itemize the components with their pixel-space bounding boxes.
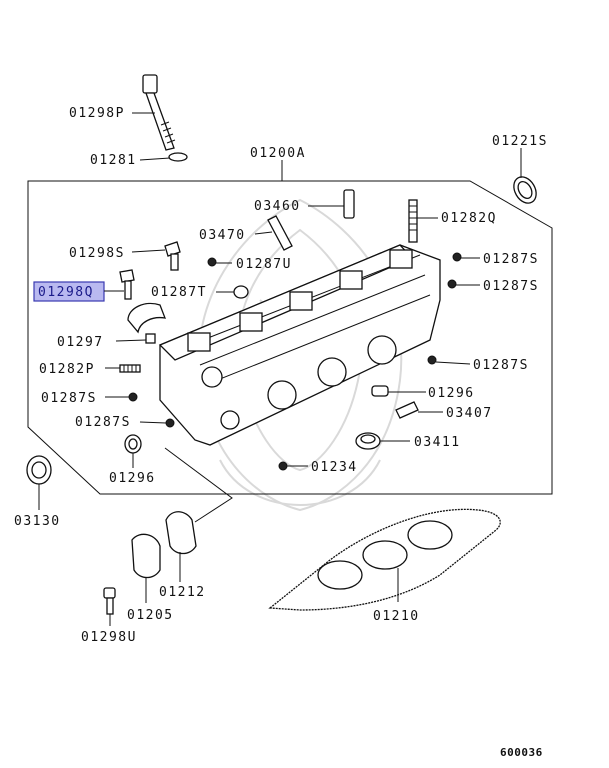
label-01221S[interactable]: 01221S xyxy=(492,134,548,149)
label-01287S-c[interactable]: 01287S xyxy=(41,391,97,406)
cylinder-head[interactable] xyxy=(158,244,441,446)
label-01287S-b[interactable]: 01287S xyxy=(483,279,539,294)
plug-01287S-d[interactable] xyxy=(165,418,175,428)
pin-03460[interactable] xyxy=(343,189,355,219)
oil-seal-03411[interactable] xyxy=(355,432,381,450)
ports xyxy=(201,335,397,430)
gasket-01212[interactable] xyxy=(165,511,197,555)
label-01282P[interactable]: 01282P xyxy=(39,362,95,377)
label-01287T[interactable]: 01287T xyxy=(151,285,207,300)
cover-01205[interactable] xyxy=(131,533,161,579)
stud-01282P[interactable] xyxy=(119,364,141,373)
diagram-id: 600036 xyxy=(500,746,543,759)
label-03407[interactable]: 03407 xyxy=(446,406,493,421)
bolt-01298P[interactable] xyxy=(142,74,176,151)
label-01296-b[interactable]: 01296 xyxy=(109,471,156,486)
label-01200A[interactable]: 01200A xyxy=(250,146,306,161)
seal-03407[interactable] xyxy=(395,401,419,419)
seal-01221S[interactable] xyxy=(509,173,540,207)
plug-01287U[interactable] xyxy=(207,257,217,267)
label-01296-a[interactable]: 01296 xyxy=(428,386,475,401)
label-01205[interactable]: 01205 xyxy=(127,608,174,623)
label-01298S[interactable]: 01298S xyxy=(69,246,125,261)
label-01234[interactable]: 01234 xyxy=(311,460,358,475)
label-01287S-d[interactable]: 01287S xyxy=(75,415,131,430)
stud-01282Q[interactable] xyxy=(408,199,418,243)
label-01297[interactable]: 01297 xyxy=(57,335,104,350)
dowel-01297[interactable] xyxy=(145,333,156,344)
label-01212[interactable]: 01212 xyxy=(159,585,206,600)
plug-01287S-a[interactable] xyxy=(452,252,462,262)
label-01287U[interactable]: 01287U xyxy=(236,257,292,272)
plug-01234[interactable] xyxy=(278,461,288,471)
cam-cap-part[interactable] xyxy=(127,302,167,334)
head-gasket-01210[interactable] xyxy=(268,508,501,611)
label-01298U[interactable]: 01298U xyxy=(81,630,137,645)
plug-01287T[interactable] xyxy=(233,285,249,299)
label-03411[interactable]: 03411 xyxy=(414,435,461,450)
guide-03470[interactable] xyxy=(267,215,293,251)
bolt-01298S[interactable] xyxy=(164,241,181,271)
washer-01281[interactable] xyxy=(168,152,188,162)
label-01298Q[interactable]: 01298Q xyxy=(38,285,94,300)
label-01287S-a[interactable]: 01287S xyxy=(483,252,539,267)
label-03460[interactable]: 03460 xyxy=(254,199,301,214)
plug-01287S-e[interactable] xyxy=(427,355,437,365)
label-03470[interactable]: 03470 xyxy=(199,228,246,243)
cam-caps xyxy=(187,249,413,352)
sleeve-01296-a[interactable] xyxy=(371,385,389,397)
label-01298P[interactable]: 01298P xyxy=(69,106,125,121)
label-01281[interactable]: 01281 xyxy=(90,153,137,168)
plug-01287S-c[interactable] xyxy=(128,392,138,402)
assembly-boundary xyxy=(27,180,553,495)
sleeve-01296-b[interactable] xyxy=(124,434,142,454)
label-01210[interactable]: 01210 xyxy=(373,609,420,624)
bolt-01298U[interactable] xyxy=(103,587,116,615)
label-03130[interactable]: 03130 xyxy=(14,514,61,529)
plug-01287S-b[interactable] xyxy=(447,279,457,289)
label-01282Q[interactable]: 01282Q xyxy=(441,211,497,226)
label-01287S-e[interactable]: 01287S xyxy=(473,358,529,373)
seal-03130[interactable] xyxy=(26,455,52,485)
bolt-01298Q[interactable] xyxy=(119,269,135,300)
